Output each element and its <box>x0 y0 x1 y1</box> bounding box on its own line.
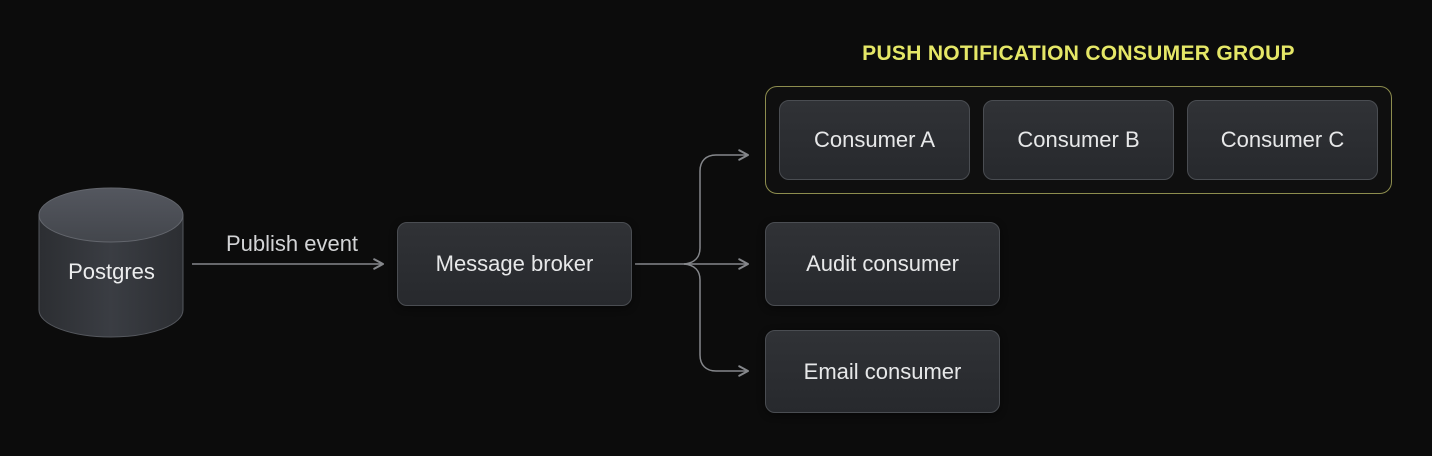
node-email-consumer: Email consumer <box>765 330 1000 413</box>
edge-broker-to-group-arrow <box>683 149 750 265</box>
edge-publish-label: Publish event <box>225 231 359 256</box>
node-consumer-c: Consumer C <box>1187 100 1378 180</box>
node-message-broker-label: Message broker <box>435 251 594 276</box>
node-consumer-a: Consumer A <box>779 100 970 180</box>
node-consumer-c-label: Consumer C <box>1220 127 1345 152</box>
node-consumer-a-label: Consumer A <box>813 127 936 152</box>
node-consumer-b-label: Consumer B <box>1017 127 1140 152</box>
node-message-broker: Message broker <box>397 222 632 306</box>
postgres-cylinder-icon <box>38 187 184 338</box>
node-postgres-label: Postgres <box>68 259 155 284</box>
node-audit-consumer: Audit consumer <box>765 222 1000 306</box>
node-consumer-b: Consumer B <box>983 100 1174 180</box>
node-audit-consumer-label: Audit consumer <box>806 251 959 276</box>
edge-broker-to-email-arrow <box>683 263 750 377</box>
consumer-group-title: PUSH NOTIFICATION CONSUMER GROUP <box>862 42 1295 65</box>
node-email-consumer-label: Email consumer <box>803 358 962 384</box>
consumer-group-box: Consumer A Consumer B Consumer C <box>765 86 1392 194</box>
